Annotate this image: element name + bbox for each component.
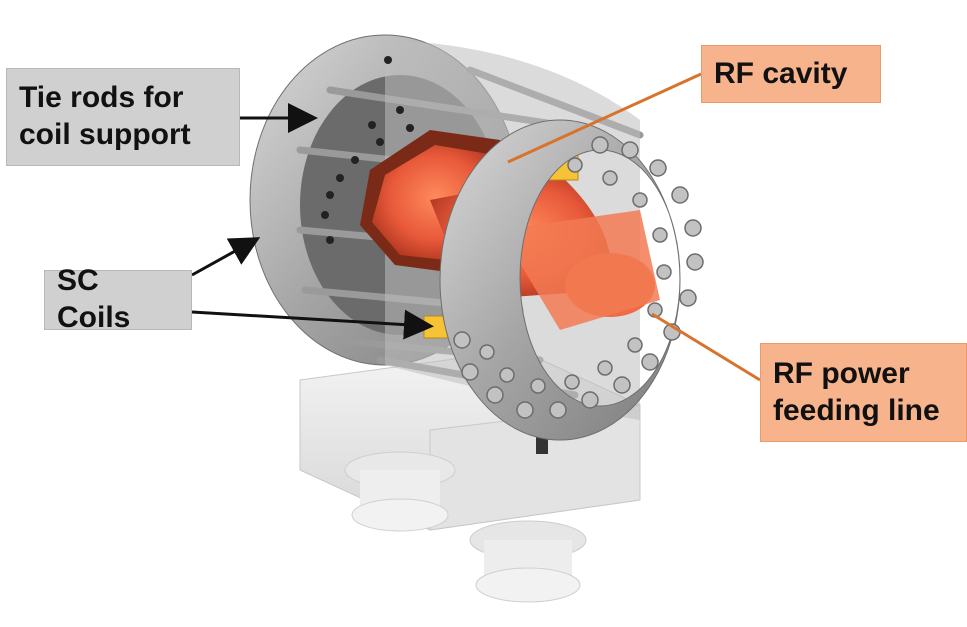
label-rf-cavity: RF cavity [701,45,881,103]
label-rf-cavity-text: RF cavity [714,56,848,90]
flange-bolts [453,136,704,419]
label-rf-power-feeding-line: RF power feeding line [760,343,967,442]
back-flange-holes [321,56,414,244]
arrow-sc-coils-front [191,309,434,340]
label-tie-rods: Tie rods for coil support [6,68,240,166]
arrow-sc-coils-back [191,237,261,277]
label-sc-coils-text: SC Coils [57,264,131,334]
front-flange [439,119,681,441]
label-sc-coils: SC Coils [44,264,192,334]
label-tie-rods-text: Tie rods for coil support [19,81,191,151]
label-rf-power-text: RF power feeding line [773,356,940,427]
leader-lines [191,72,761,382]
arrow-rf-cavity [507,72,702,164]
arrow-rf-power [651,312,761,382]
